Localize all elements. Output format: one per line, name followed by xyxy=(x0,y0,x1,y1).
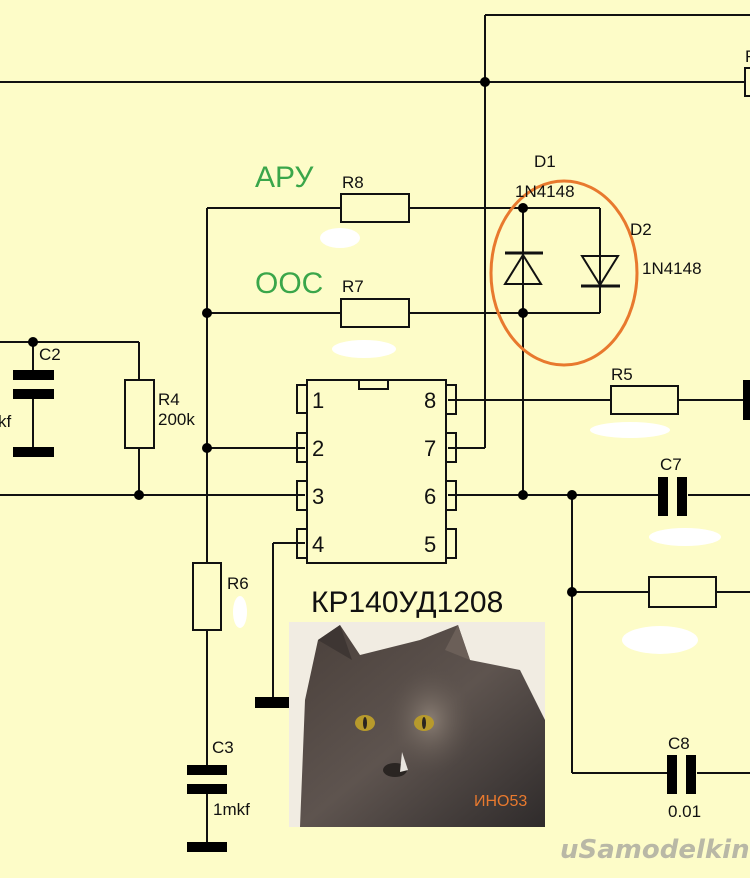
c3-value: 1mkf xyxy=(213,800,250,819)
capacitor-c7 xyxy=(658,477,687,516)
photo-caption: ИНО53 xyxy=(474,793,527,810)
d1-ref: D1 xyxy=(534,152,556,171)
pin-4-label: 4 xyxy=(312,532,324,557)
junction-dot xyxy=(134,490,144,500)
chip-notch xyxy=(358,379,389,390)
chip-ic: 1 2 3 4 8 7 6 5 xyxy=(296,379,457,564)
diode-d1 xyxy=(503,251,543,285)
junction-dot xyxy=(202,443,212,453)
capacitor-c2 xyxy=(13,370,54,457)
r6-ref: R6 xyxy=(227,574,249,593)
capacitor-c3 xyxy=(187,765,227,852)
highlight-ellipse xyxy=(489,179,639,367)
pin-7-label: 7 xyxy=(424,436,436,461)
c8-value: 0.01 xyxy=(668,802,701,821)
r4-value: 200k xyxy=(158,410,195,429)
junction-dot xyxy=(480,77,490,87)
d2-ref: D2 xyxy=(630,220,652,239)
junction-dot xyxy=(567,587,577,597)
resistor-r8 xyxy=(340,193,410,223)
junction-dot xyxy=(518,308,528,318)
junction-dot xyxy=(28,337,38,347)
redaction-blots xyxy=(233,228,721,654)
wires xyxy=(0,14,750,845)
r-top-right-ref: R xyxy=(745,47,750,66)
pin-8-label: 8 xyxy=(424,388,436,413)
resistor-top-right xyxy=(744,67,750,97)
pin-3-label: 3 xyxy=(312,484,324,509)
component-edge-right xyxy=(743,380,750,420)
d2-part: 1N4148 xyxy=(642,259,702,278)
feedback-label: ООС xyxy=(255,267,323,300)
c3-ref: C3 xyxy=(212,738,234,757)
c8-ref: C8 xyxy=(668,734,690,753)
pin-5-label: 5 xyxy=(424,532,436,557)
capacitor-c8 xyxy=(667,755,696,794)
resistor-r6 xyxy=(192,562,222,631)
r7-ref: R7 xyxy=(342,277,364,296)
r4-ref: R4 xyxy=(158,390,180,409)
resistor-r4 xyxy=(124,379,155,449)
pin-2-label: 2 xyxy=(312,436,324,461)
junction-dot xyxy=(518,203,528,213)
junctions xyxy=(28,77,577,597)
diode-d2 xyxy=(580,255,620,288)
r8-ref: R8 xyxy=(342,173,364,192)
ground-symbol xyxy=(255,697,291,708)
junction-dot xyxy=(518,490,528,500)
cat-photo: ИНО53 xyxy=(289,622,545,827)
agc-label: АРУ xyxy=(255,161,314,194)
watermark: uSamodelkina.ru xyxy=(560,835,750,865)
pin-1-label: 1 xyxy=(312,388,324,413)
r5-ref: R5 xyxy=(611,365,633,384)
junction-dot xyxy=(567,490,577,500)
c7-ref: C7 xyxy=(660,455,682,474)
pin-6-label: 6 xyxy=(424,484,436,509)
junction-dot xyxy=(202,308,212,318)
d1-part: 1N4148 xyxy=(515,182,575,201)
c2-ref: C2 xyxy=(39,345,61,364)
c2-value: kf xyxy=(0,412,12,431)
resistor-r7 xyxy=(340,298,410,328)
chip-title: КР140УД1208 xyxy=(311,586,503,619)
chip-body xyxy=(306,379,447,564)
resistor-r5 xyxy=(610,385,679,415)
resistor-unlabeled xyxy=(648,576,717,608)
